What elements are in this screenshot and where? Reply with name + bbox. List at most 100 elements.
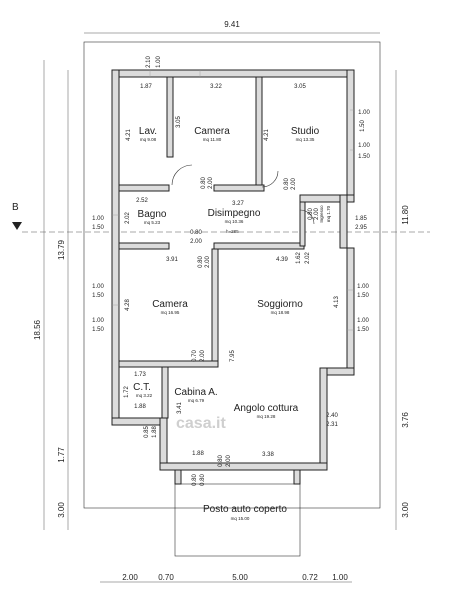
svg-text:0.80: 0.80 xyxy=(218,455,224,467)
room-cottura-area: mq 19.28 xyxy=(257,414,276,419)
room-cottura-name: Angolo cottura xyxy=(234,403,299,414)
svg-text:1.50: 1.50 xyxy=(92,293,104,299)
svg-text:0.70: 0.70 xyxy=(192,350,198,362)
room-ct-area: mq 3.22 xyxy=(136,393,153,398)
room-lav-name: Lav. xyxy=(139,126,157,137)
door-arc-ingresso xyxy=(299,209,315,225)
svg-text:3.38: 3.38 xyxy=(262,452,274,458)
svg-text:1.50: 1.50 xyxy=(360,120,366,132)
svg-text:0.80: 0.80 xyxy=(192,474,198,486)
room-studio-area: mq 13.35 xyxy=(296,137,315,142)
window-marks xyxy=(112,70,354,331)
svg-text:1.88: 1.88 xyxy=(134,404,146,410)
room-cabina-name: Cabina A. xyxy=(174,387,217,398)
svg-text:1.50: 1.50 xyxy=(357,327,369,333)
room-bagno-area: mq 5.23 xyxy=(144,220,161,225)
room-camera2-name: Camera xyxy=(152,299,188,310)
dim-left-house: 13.79 xyxy=(57,239,66,260)
svg-text:2.00: 2.00 xyxy=(291,178,297,190)
dim-bottom-3: 5.00 xyxy=(232,573,248,582)
svg-text:1.50: 1.50 xyxy=(357,293,369,299)
svg-text:2.00: 2.00 xyxy=(200,350,206,362)
svg-text:2.00: 2.00 xyxy=(314,208,320,220)
section-marker-arrow xyxy=(12,222,22,230)
svg-text:2.40: 2.40 xyxy=(326,413,338,419)
svg-text:1.50: 1.50 xyxy=(92,225,104,231)
room-cabina-area: mq 6.79 xyxy=(188,398,205,403)
svg-text:2.31: 2.31 xyxy=(326,422,338,428)
svg-text:2.00: 2.00 xyxy=(208,177,214,189)
svg-text:4.13: 4.13 xyxy=(334,296,340,308)
height-note: h=285 xyxy=(226,229,239,234)
svg-text:2.02: 2.02 xyxy=(125,212,131,224)
svg-text:0.80: 0.80 xyxy=(284,178,290,190)
room-camera2-area: mq 16.95 xyxy=(161,310,180,315)
svg-text:1.62: 1.62 xyxy=(296,252,302,264)
svg-text:7.95: 7.95 xyxy=(230,350,236,362)
svg-text:3.27: 3.27 xyxy=(232,201,244,207)
svg-text:1.00: 1.00 xyxy=(358,143,370,149)
dim-bottom-1: 2.00 xyxy=(122,573,138,582)
dim-left-carport: 3.00 xyxy=(57,502,66,518)
svg-text:0.80: 0.80 xyxy=(201,177,207,189)
interior-dimensions: 2.10 1.00 1.87 3.22 3.05 4.21 3.05 4.21 … xyxy=(92,56,370,486)
section-marker-label: B xyxy=(12,202,19,213)
svg-text:3.41: 3.41 xyxy=(177,402,183,414)
property-boundary xyxy=(83,41,381,509)
room-camera1-area: mq 11.80 xyxy=(203,137,222,142)
carport-outline xyxy=(174,483,301,557)
svg-text:3.05: 3.05 xyxy=(294,84,306,90)
dim-left-lower: 1.77 xyxy=(57,447,66,463)
svg-text:1.50: 1.50 xyxy=(92,327,104,333)
room-disimpegno-name: Disimpegno xyxy=(208,208,261,219)
svg-text:3.22: 3.22 xyxy=(210,84,222,90)
svg-text:1.00: 1.00 xyxy=(358,110,370,116)
svg-text:4.28: 4.28 xyxy=(125,299,131,311)
carport-pillar-left xyxy=(174,469,182,485)
svg-text:2.02: 2.02 xyxy=(305,252,311,264)
door-arc-camera xyxy=(171,164,193,186)
svg-text:1.72: 1.72 xyxy=(124,386,130,398)
svg-text:2.10: 2.10 xyxy=(146,56,152,68)
dim-bottom-2: 0.70 xyxy=(158,573,174,582)
room-bagno-name: Bagno xyxy=(138,209,167,220)
svg-text:0.80: 0.80 xyxy=(200,474,206,486)
svg-text:1.00: 1.00 xyxy=(357,318,369,324)
svg-text:2.00: 2.00 xyxy=(190,239,202,245)
svg-text:1.00: 1.00 xyxy=(92,318,104,324)
dim-bottom-5: 1.00 xyxy=(332,573,348,582)
svg-text:1.00: 1.00 xyxy=(357,284,369,290)
svg-text:0.80: 0.80 xyxy=(190,230,202,236)
svg-text:1.73: 1.73 xyxy=(134,372,146,378)
svg-text:2.95: 2.95 xyxy=(355,225,367,231)
room-carport-name: Posto auto coperto xyxy=(203,504,287,515)
room-carport-area: mq 15.00 xyxy=(231,516,250,521)
svg-text:2.52: 2.52 xyxy=(136,198,148,204)
dim-left-total: 18.56 xyxy=(33,319,42,340)
svg-text:4.21: 4.21 xyxy=(126,129,132,141)
carport-pillar-right xyxy=(293,469,301,485)
room-studio-name: Studio xyxy=(291,126,320,137)
svg-text:0.85: 0.85 xyxy=(144,426,150,438)
room-ingresso-area: mq 1.70 xyxy=(326,205,331,222)
door-arc-studio xyxy=(261,170,279,188)
svg-text:0.80: 0.80 xyxy=(198,256,204,268)
dim-right-carport: 3.00 xyxy=(401,502,410,518)
svg-text:2.00: 2.00 xyxy=(226,455,232,467)
svg-text:4.39: 4.39 xyxy=(276,257,288,263)
svg-text:3.05: 3.05 xyxy=(176,116,182,128)
room-soggiorno-name: Soggiorno xyxy=(257,299,303,310)
svg-text:0.80: 0.80 xyxy=(308,208,314,220)
svg-text:1.00: 1.00 xyxy=(92,216,104,222)
svg-text:1.87: 1.87 xyxy=(140,84,152,90)
svg-text:1.85: 1.85 xyxy=(355,216,367,222)
watermark: casa.it xyxy=(176,415,226,432)
room-camera1-name: Camera xyxy=(194,126,230,137)
svg-text:1.88: 1.88 xyxy=(192,451,204,457)
svg-text:2.00: 2.00 xyxy=(205,256,211,268)
svg-text:1.00: 1.00 xyxy=(92,284,104,290)
svg-text:1.88: 1.88 xyxy=(152,426,158,438)
svg-text:1.00: 1.00 xyxy=(156,56,162,68)
interior-walls xyxy=(118,76,306,419)
